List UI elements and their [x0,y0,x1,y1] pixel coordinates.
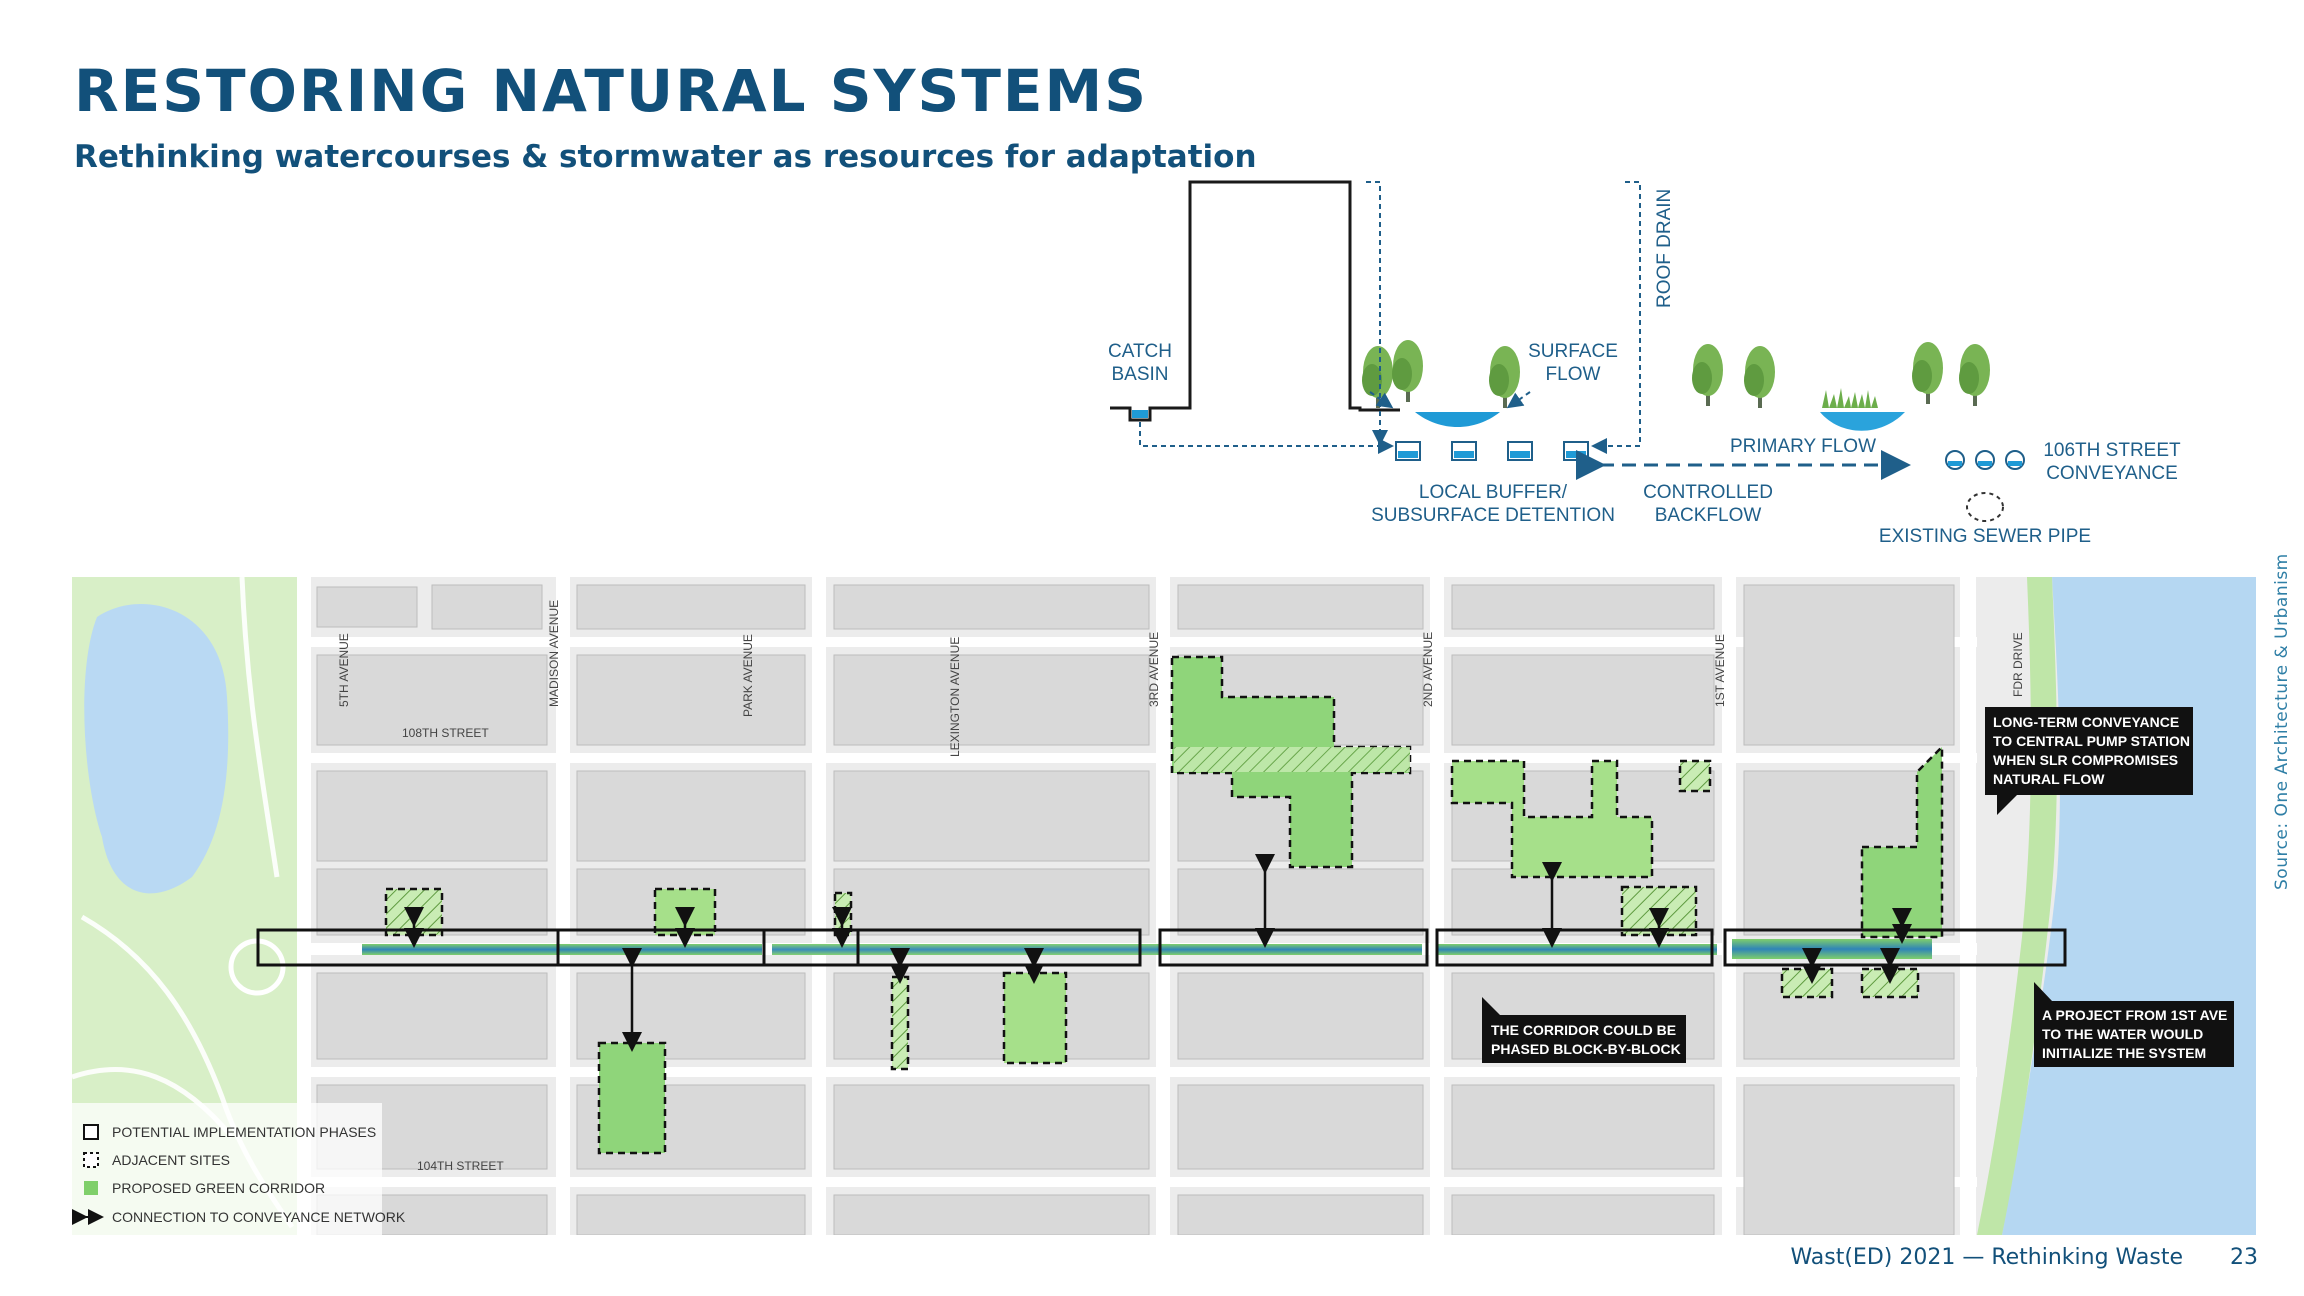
surface-flow-label: SURFACE [1528,341,1618,362]
street-label: 1ST AVENUE [1713,634,1727,707]
street-label: MADISON AVENUE [547,600,561,707]
svg-text:LONG-TERM CONVEYANCE: LONG-TERM CONVEYANCE [1993,714,2179,730]
street-label: 2ND AVENUE [1421,632,1435,707]
surface-swale-water [1415,412,1500,427]
neighborhood-map: 5TH AVENUE MADISON AVENUE PARK AVENUE LE… [72,577,2256,1235]
svg-text:A PROJECT FROM 1ST AVE: A PROJECT FROM 1ST AVE [2042,1007,2227,1023]
adjacent-site [1780,967,1834,999]
street-label: 3RD AVENUE [1147,632,1161,707]
legend-label: POTENTIAL IMPLEMENTATION PHASES [112,1124,376,1140]
svg-text:PHASED BLOCK-BY-BLOCK: PHASED BLOCK-BY-BLOCK [1491,1041,1681,1057]
adjacent-site [1450,759,1654,879]
section-ground-line [1110,180,1400,422]
park-lake [84,603,229,894]
stormwater-section-diagram: CATCH BASIN SURFACE FLOW ROOF DRAIN PRIM… [1108,180,2181,547]
street-label: 5TH AVENUE [337,633,351,707]
existing-sewer-pipe-icon [1966,492,2004,522]
street-label: PARK AVENUE [741,634,755,717]
source-credit: Source: One Architecture & Urbanism [2272,553,2292,890]
page-title: RESTORING NATURAL SYSTEMS [74,57,1149,125]
adjacent-site [890,975,910,1071]
primary-flow-label: PRIMARY FLOW [1730,436,1876,457]
conveyance-pipe-icon [1945,450,2025,470]
street-label: 108TH STREET [402,726,489,740]
footer: Wast(ED) 2021 — Rethinking Waste 23 [1790,1245,2258,1270]
implementation-phase-box [1158,928,1429,967]
roof-drain-label: ROOF DRAIN [1654,189,1675,308]
controlled-backflow-label: CONTROLLED [1643,482,1773,503]
map-legend: POTENTIAL IMPLEMENTATION PHASES ADJACENT… [72,1103,406,1235]
adjacent-site [1002,971,1068,1065]
legend-label: PROPOSED GREEN CORRIDOR [112,1180,325,1196]
dashed-box-icon [83,1152,99,1168]
page-number: 23 [2230,1245,2258,1270]
adjacent-site [1678,759,1712,793]
svg-text:WHEN SLR COMPROMISES: WHEN SLR COMPROMISES [1993,752,2178,768]
conveyance-label: 106TH STREET [2043,440,2181,461]
footer-text: Wast(ED) 2021 — Rethinking Waste [1790,1245,2183,1270]
conveyance-swale-water [1820,412,1905,431]
implementation-phase-box [556,928,860,967]
svg-text:FLOW: FLOW [1546,364,1601,385]
catch-basin-label: CATCH [1108,341,1172,362]
svg-text:INITIALIZE THE SYSTEM: INITIALIZE THE SYSTEM [2042,1045,2206,1061]
solid-box-icon [83,1124,99,1140]
svg-text:THE CORRIDOR COULD BE: THE CORRIDOR COULD BE [1491,1022,1676,1038]
legend-label: ADJACENT SITES [112,1152,230,1168]
implementation-phase-box [1435,928,1714,967]
street-label: LEXINGTON AVENUE [948,637,962,757]
street-label: FDR DRIVE [2011,632,2025,697]
sewer-pipe-label: EXISTING SEWER PIPE [1879,526,2091,547]
street-label: 104TH STREET [417,1159,504,1173]
implementation-phase-box [762,928,1142,967]
adjacent-site [597,1041,667,1155]
svg-text:TO CENTRAL PUMP STATION: TO CENTRAL PUMP STATION [1993,733,2190,749]
svg-text:BACKFLOW: BACKFLOW [1655,505,1762,526]
catch-basin-water [1132,410,1148,418]
detention-tank-icon [1395,441,1589,461]
callout-long-term: LONG-TERM CONVEYANCE TO CENTRAL PUMP STA… [1985,707,2193,815]
svg-text:TO THE WATER WOULD: TO THE WATER WOULD [2042,1026,2203,1042]
grass-icon [1822,388,1878,408]
local-buffer-label: LOCAL BUFFER/ [1419,482,1568,503]
svg-text:SUBSURFACE DETENTION: SUBSURFACE DETENTION [1371,505,1615,526]
green-swatch-icon [84,1181,98,1195]
svg-text:CONVEYANCE: CONVEYANCE [2046,463,2178,484]
callout-project: A PROJECT FROM 1ST AVE TO THE WATER WOUL… [2034,982,2234,1067]
page-subtitle: Rethinking watercourses & stormwater as … [74,139,1257,175]
svg-text:NATURAL FLOW: NATURAL FLOW [1993,771,2105,787]
legend-label: CONNECTION TO CONVEYANCE NETWORK [112,1209,406,1225]
adjacent-site [1860,743,1944,939]
svg-text:BASIN: BASIN [1111,364,1168,385]
callout-phased: THE CORRIDOR COULD BE PHASED BLOCK-BY-BL… [1482,997,1686,1063]
